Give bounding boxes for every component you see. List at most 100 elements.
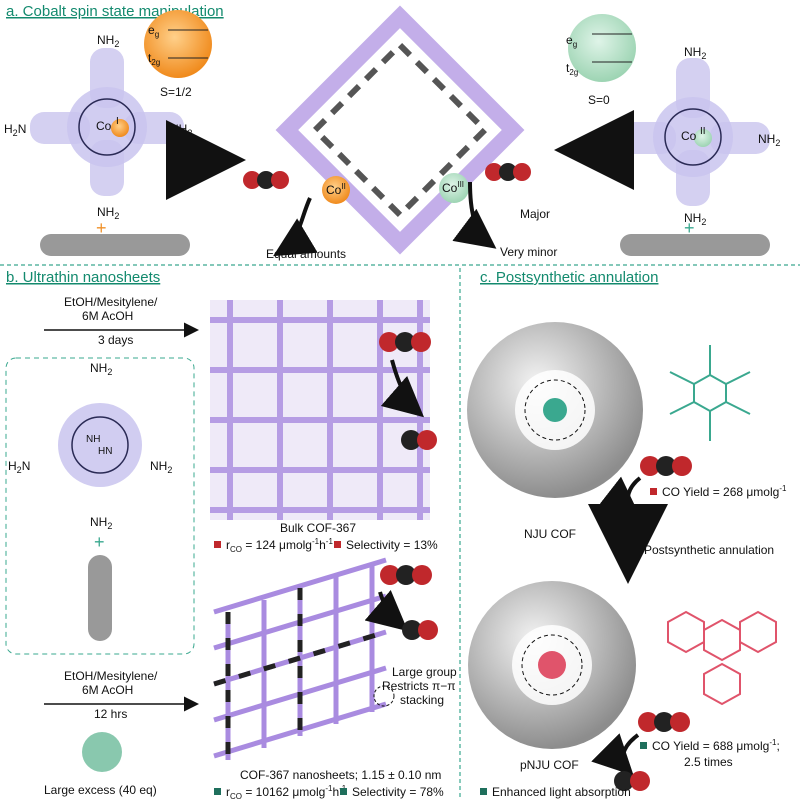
arrow-nano-icon xyxy=(364,589,409,632)
co2-molecule-nano xyxy=(380,565,432,585)
enhanced-marker-icon xyxy=(480,788,487,795)
nju-linker-icon xyxy=(669,345,751,441)
arrow-nju-icon xyxy=(596,476,642,517)
co2-molecule-pnju xyxy=(638,712,690,732)
co-molecule-nano xyxy=(402,620,438,640)
plus-orange-icon: + xyxy=(96,218,107,238)
co-molecule-bulk xyxy=(401,430,437,450)
large-group-circle-icon xyxy=(373,685,395,707)
bulk-cof-grid xyxy=(210,300,430,520)
cond2-time: 12 hrs xyxy=(94,707,127,721)
co-right-ox: II xyxy=(700,126,706,137)
co-molecule-pnju xyxy=(614,771,650,791)
cond2-line1: EtOH/Mesitylene/ xyxy=(64,669,158,683)
annulation-label: Postsynthetic annulation xyxy=(644,543,774,557)
coIII-ball xyxy=(439,173,469,203)
h2n-right: H2N xyxy=(590,132,612,148)
nanosheet-grid xyxy=(213,557,387,760)
arrow-bulk-icon xyxy=(380,359,425,418)
nano-rate-marker-icon xyxy=(214,788,221,795)
nh2-top-left: NH2 xyxy=(97,33,119,49)
nh2-right-right: NH2 xyxy=(758,132,780,148)
spin-ball-right: eg t2g S=0 xyxy=(566,14,636,107)
co-molecule-nju xyxy=(618,512,654,532)
plus-b-icon: + xyxy=(94,532,105,552)
pnju-cof-structure xyxy=(468,581,636,749)
nano-rate: rCO = 10162 μmolg-1h-1 xyxy=(226,784,347,801)
bulk-selectivity: Selectivity = 13% xyxy=(346,538,438,552)
bulk-label: Bulk COF-367 xyxy=(280,521,356,535)
pnju-yield-marker-icon xyxy=(640,742,647,749)
restricts-label: Restricts π−π xyxy=(382,679,456,693)
arrow-reduction-left-icon xyxy=(273,197,318,257)
nh2-top-b: NH2 xyxy=(90,361,112,377)
enhanced-label: Enhanced light absorption xyxy=(492,785,631,799)
linker-right xyxy=(620,234,770,256)
co2-molecule-left xyxy=(243,171,289,189)
coII-label: CoII xyxy=(326,182,346,197)
co-left-label: Co xyxy=(96,119,112,133)
nju-cof-structure xyxy=(467,322,643,498)
h2n-b: H2N xyxy=(8,459,30,475)
coIII-label: CoIII xyxy=(442,180,464,195)
cond1-line2: 6M AcOH xyxy=(82,309,133,323)
panel-c-title: c. Postsynthetic annulation xyxy=(480,269,658,286)
t2g-right: t2g xyxy=(566,61,578,77)
stacking-label: stacking xyxy=(400,693,444,707)
co-left-ox: I xyxy=(116,116,119,127)
bulk-rate: rCO = 124 μmolg-1h-1 xyxy=(226,537,333,554)
pnju-yield: CO Yield = 688 μmolg-1; xyxy=(652,738,780,753)
co2-molecule-right xyxy=(485,163,531,181)
major-label: Major xyxy=(520,207,550,221)
cond1-line1: EtOH/Mesitylene/ xyxy=(64,295,158,309)
pnju-linker-icon xyxy=(667,610,777,706)
bulk-rate-marker-icon xyxy=(214,541,221,548)
nju-yield: CO Yield = 268 μmolg-1 xyxy=(662,484,787,499)
porphyrin-b: NH HN NH2 NH2 H2N NH2 xyxy=(8,361,172,531)
spin-right-label: S=0 xyxy=(588,93,610,107)
nano-label: COF-367 nanosheets; 1.15 ± 0.10 nm xyxy=(240,768,441,782)
pnju-label: pNJU COF xyxy=(520,758,579,772)
very-minor-label: Very minor xyxy=(500,245,557,259)
linker-b xyxy=(88,555,112,641)
co2-molecule-bulk xyxy=(379,332,431,352)
equal-amounts-label: Equal amounts xyxy=(266,247,346,261)
panel-b-title: b. Ultrathin nanosheets xyxy=(6,269,160,286)
times-label: 2.5 times xyxy=(684,755,733,769)
bulk-sel-marker-icon xyxy=(334,541,341,548)
large-group-label: Large group xyxy=(392,665,457,679)
reactants-box xyxy=(5,357,195,655)
framework-diamond xyxy=(275,5,525,255)
arrow-reduction-right-icon xyxy=(452,181,497,249)
plus-teal-icon: + xyxy=(684,218,695,238)
nh2-top-right: NH2 xyxy=(684,45,706,61)
hn-label: HN xyxy=(98,446,112,457)
cond2-line2: 6M AcOH xyxy=(82,683,133,697)
nh-label: NH xyxy=(86,434,100,445)
linker-left xyxy=(40,234,190,256)
spin-ball-left: eg t2g S=1/2 xyxy=(144,10,212,99)
nh2-bottom-left: NH2 xyxy=(97,205,119,221)
spin-left-label: S=1/2 xyxy=(160,85,192,99)
large-excess-label: Large excess (40 eq) xyxy=(44,783,157,797)
coII-ball xyxy=(322,176,350,204)
porphyrin-right: Co II NH2 NH2 H2N NH2 xyxy=(590,45,780,227)
cond1-time: 3 days xyxy=(98,333,133,347)
co-right-label: Co xyxy=(681,129,697,143)
nh2-right-b: NH2 xyxy=(150,459,172,475)
nh2-right-left: NH2 xyxy=(170,122,192,138)
arrow-pnju-icon xyxy=(591,733,640,776)
nh2-bottom-b: NH2 xyxy=(90,515,112,531)
nano-selectivity: Selectivity = 78% xyxy=(352,785,444,799)
nju-label: NJU COF xyxy=(524,527,576,541)
nano-sel-marker-icon xyxy=(340,788,347,795)
mesitylene-aldehyde-icon xyxy=(82,732,122,772)
nh2-bottom-right: NH2 xyxy=(684,211,706,227)
h2n-left: H2N xyxy=(4,122,26,138)
eg-left: eg xyxy=(148,23,159,39)
nju-yield-marker-icon xyxy=(650,488,657,495)
co2-molecule-nju xyxy=(640,456,692,476)
eg-right: eg xyxy=(566,33,577,49)
t2g-left: t2g xyxy=(148,51,160,67)
